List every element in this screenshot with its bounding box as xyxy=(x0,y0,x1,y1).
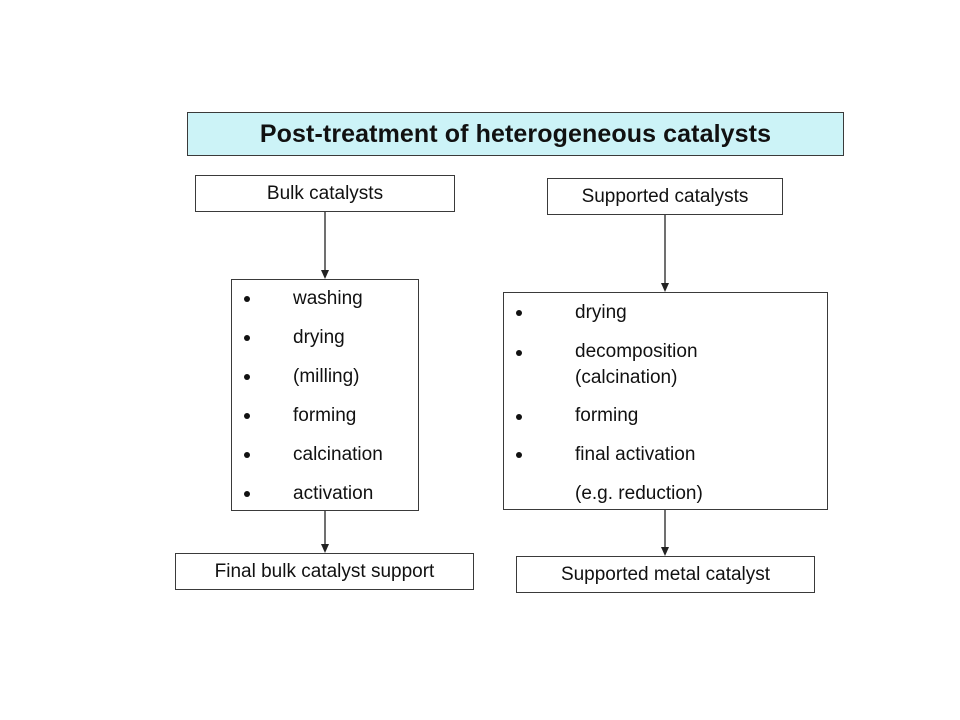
supported-catalysts-box: Supported catalysts xyxy=(547,178,783,215)
supported-step-continuation: (calcination) xyxy=(575,367,678,388)
bullet-icon xyxy=(244,335,250,341)
arrow-head-icon xyxy=(661,547,669,556)
bullet-icon xyxy=(516,452,522,458)
supported-step-continuation: (e.g. reduction) xyxy=(575,483,703,504)
bulk-step: drying xyxy=(293,327,345,348)
bulk-step: washing xyxy=(293,288,363,309)
bullet-icon xyxy=(516,414,522,420)
bullet-icon xyxy=(244,413,250,419)
bullet-icon xyxy=(244,374,250,380)
final-bulk-catalyst-label: Final bulk catalyst support xyxy=(214,560,435,582)
arrow-head-icon xyxy=(321,544,329,553)
arrow-head-icon xyxy=(661,283,669,292)
bulk-step: calcination xyxy=(293,444,383,465)
supported-catalysts-label: Supported catalysts xyxy=(581,185,749,207)
bulk-step: forming xyxy=(293,405,357,426)
final-bulk-catalyst-box: Final bulk catalyst support xyxy=(175,553,474,590)
diagram-title: Post-treatment of heterogeneous catalyst… xyxy=(259,119,772,148)
supported-step: decomposition xyxy=(575,341,698,362)
bulk-process-steps-box: washing drying (milling) forming calcina… xyxy=(231,279,419,511)
supported-step: drying xyxy=(575,302,627,323)
supported-process-steps-box: drying decomposition (calcination) formi… xyxy=(503,292,828,510)
bullet-icon xyxy=(516,350,522,356)
arrow-head-icon xyxy=(321,270,329,279)
supported-step: forming xyxy=(575,405,639,426)
bulk-step: (milling) xyxy=(293,366,360,387)
bullet-icon xyxy=(244,296,250,302)
diagram-title-box: Post-treatment of heterogeneous catalyst… xyxy=(187,112,844,156)
bulk-step: activation xyxy=(293,483,374,504)
bullet-icon xyxy=(244,491,250,497)
bullet-icon xyxy=(244,452,250,458)
bulk-catalysts-box: Bulk catalysts xyxy=(195,175,455,212)
bulk-catalysts-label: Bulk catalysts xyxy=(266,182,384,204)
supported-metal-catalyst-label: Supported metal catalyst xyxy=(560,563,771,585)
supported-metal-catalyst-box: Supported metal catalyst xyxy=(516,556,815,593)
bullet-icon xyxy=(516,310,522,316)
supported-step: final activation xyxy=(575,444,696,465)
